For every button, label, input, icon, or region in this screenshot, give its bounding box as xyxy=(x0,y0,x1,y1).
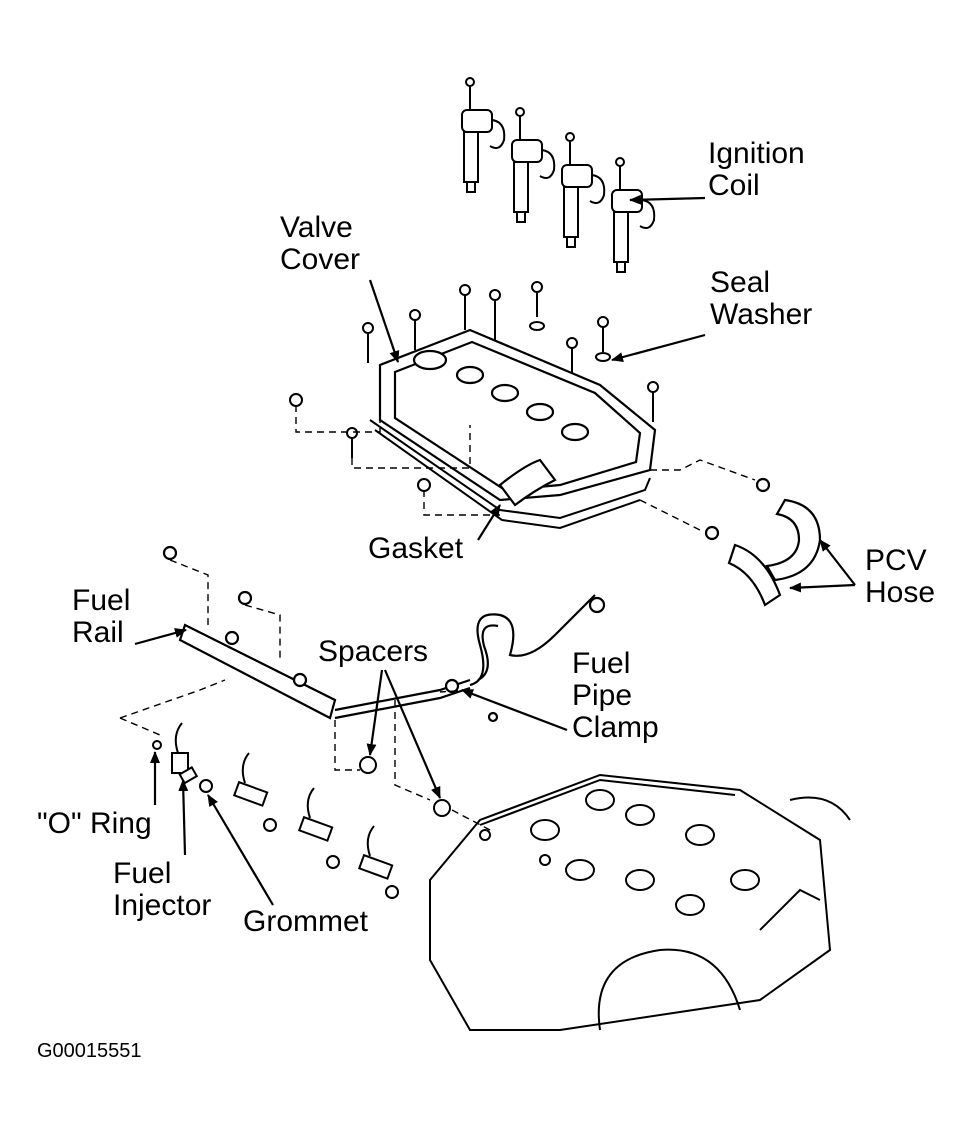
ignition-coils xyxy=(461,77,656,273)
arrow-gasket xyxy=(477,504,501,541)
arrow-pcv-hose-1 xyxy=(819,539,856,586)
arrow-fuel-pipe-clamp xyxy=(461,688,568,732)
arrow-seal-washer xyxy=(611,333,706,362)
arrow-spacer-2 xyxy=(383,669,442,799)
arrow-fuel-rail xyxy=(134,628,187,646)
arrow-grommet xyxy=(207,794,274,906)
arrow-fuel-injector xyxy=(178,779,189,856)
label-spacers: Spacers xyxy=(318,635,429,668)
valve-cover-gasket xyxy=(369,419,651,530)
label-pcv-hose: PCV Hose xyxy=(865,544,936,609)
label-gasket: Gasket xyxy=(368,532,464,565)
fuel-pipe xyxy=(444,594,606,723)
leader-arrows xyxy=(134,194,856,906)
label-fuel-pipe-clamp: Fuel Pipe Clamp xyxy=(572,647,659,744)
label-ignition-coil: Ignition Coil xyxy=(708,137,805,202)
valve-cover-bolts xyxy=(289,281,659,492)
fuel-injectors xyxy=(152,722,451,899)
label-seal-washer: Seal Washer xyxy=(710,266,813,331)
ignition-coil-1 xyxy=(461,77,506,193)
label-o-ring: "O" Ring xyxy=(37,807,152,840)
arrow-ignition-coil xyxy=(629,194,706,205)
pcv-hoses xyxy=(704,477,822,607)
label-fuel-rail: Fuel Rail xyxy=(72,584,131,649)
arrow-pcv-hose-2 xyxy=(789,582,856,593)
arrow-valve-cover xyxy=(368,279,400,363)
engine-cylinder-head xyxy=(429,773,851,1031)
label-fuel-injector: Fuel Injector xyxy=(113,857,212,922)
ignition-coil-2 xyxy=(511,107,556,223)
label-grommet: Grommet xyxy=(243,905,369,938)
fuel-rail xyxy=(162,545,471,720)
ignition-coil-3 xyxy=(561,132,606,248)
arrow-spacer-1 xyxy=(366,669,384,756)
ignition-coil-4 xyxy=(611,157,656,273)
figure-id: G00015551 xyxy=(37,1040,142,1062)
assembly-lines xyxy=(119,405,756,831)
label-valve-cover: Valve Cover xyxy=(280,211,361,276)
